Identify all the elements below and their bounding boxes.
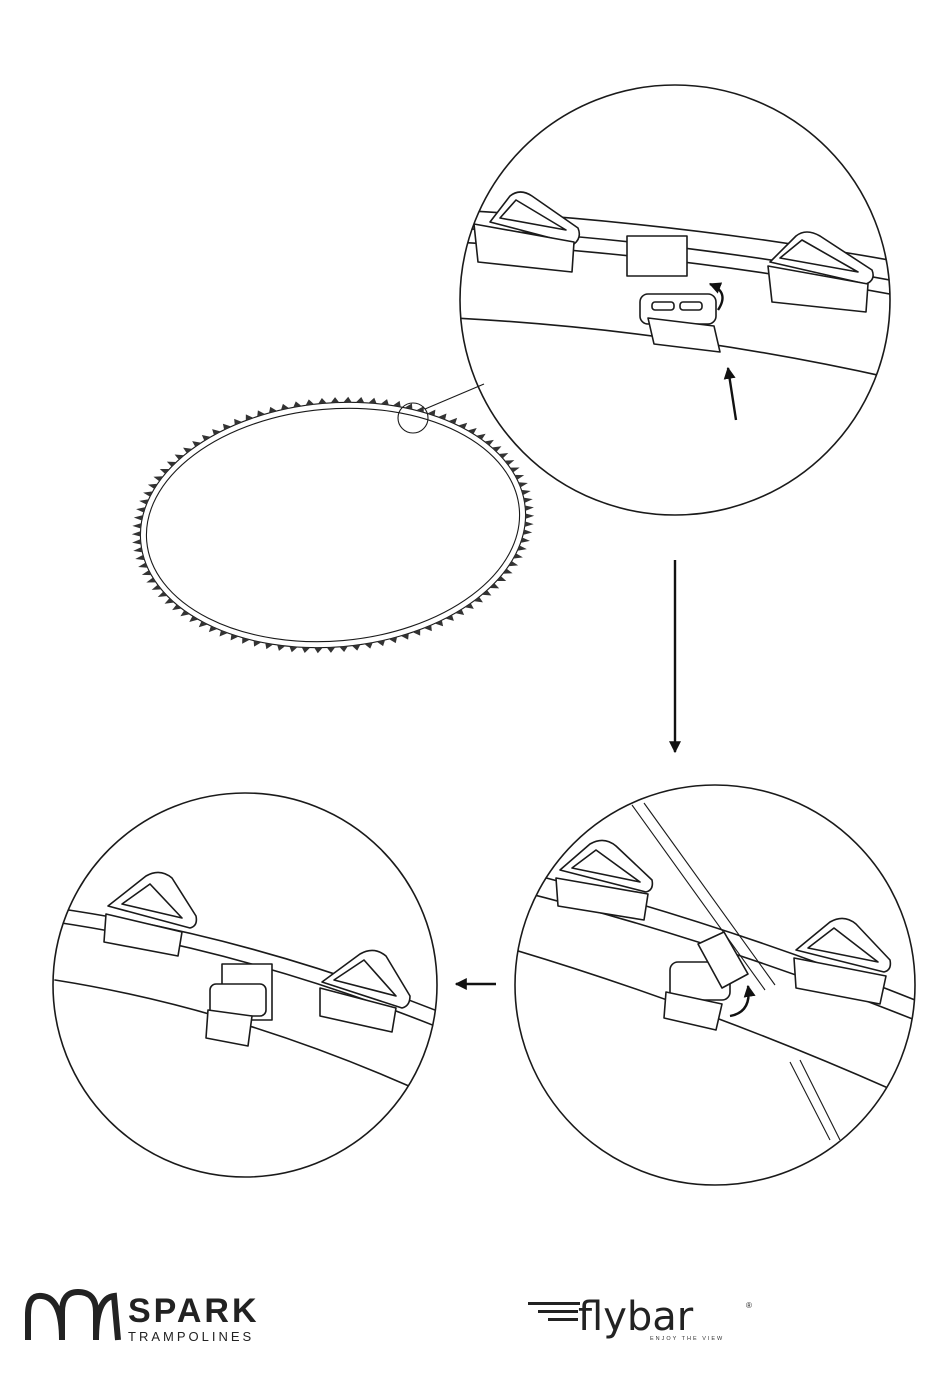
ring-spring-clip xyxy=(136,507,146,513)
callout-leader-line xyxy=(425,384,484,409)
v-ring-clip-icon xyxy=(104,872,196,956)
ring-spring-clip xyxy=(352,645,361,651)
ring-spring-clip xyxy=(148,484,158,490)
ring-spring-clip xyxy=(339,646,348,652)
ring-spring-clip xyxy=(230,634,239,641)
ring-spring-clip xyxy=(135,555,145,561)
flybar-tagline: ENJOY THE VIEW xyxy=(650,1336,724,1342)
ring-spring-clip xyxy=(524,521,534,527)
ring-spring-clip xyxy=(525,513,534,519)
ring-spring-clip xyxy=(515,474,525,480)
direction-arrow-icon xyxy=(728,368,736,420)
ring-spring-clip xyxy=(153,476,163,482)
ring-spring-clip xyxy=(327,647,336,653)
ring-spring-clip xyxy=(242,637,251,644)
ring-spring-clip xyxy=(219,630,228,637)
ring-spring-clip xyxy=(132,523,142,529)
ring-spring-clip xyxy=(343,397,352,404)
ring-spring-clip xyxy=(254,640,262,647)
v-ring-clip-icon xyxy=(474,192,579,272)
spark-trampolines-logo: SPARK TRAMPOLINES xyxy=(28,1292,260,1344)
detail-bottom-right xyxy=(515,785,915,1185)
ring-spring-clip xyxy=(141,570,151,576)
detail-top xyxy=(455,85,900,515)
flybar-speed-lines-icon xyxy=(528,1302,580,1321)
ring-spring-clip xyxy=(489,583,499,589)
spark-arch-icon xyxy=(28,1292,118,1340)
ring-spring-clip xyxy=(133,547,142,553)
flybar-registered-mark: ® xyxy=(746,1301,752,1310)
ring-spring-clip xyxy=(438,414,447,421)
ring-spring-clip xyxy=(305,399,314,405)
ring-spring-clip xyxy=(330,397,339,403)
ring-spring-clip xyxy=(160,468,170,474)
ring-spring-clip xyxy=(524,497,533,503)
ring-spring-clip xyxy=(520,537,530,543)
ring-spring-clip xyxy=(525,505,534,511)
v-ring-clip-icon xyxy=(768,232,873,312)
ring-spring-clip xyxy=(167,461,177,467)
ring-spring-clip xyxy=(314,647,323,654)
ring-spring-clip xyxy=(318,398,327,404)
spring-clip-icon xyxy=(640,294,720,352)
trampoline-mat-ring-icon xyxy=(121,380,545,669)
ring-spring-clip xyxy=(502,568,512,574)
v-ring-clip-icon xyxy=(794,918,890,1004)
ring-spring-clip xyxy=(132,531,141,537)
ring-spring-clip xyxy=(496,576,506,582)
ring-spring-clip xyxy=(427,410,436,417)
spark-word: SPARK xyxy=(128,1292,260,1330)
ring-spring-clip xyxy=(508,561,518,567)
ring-spring-clip xyxy=(389,637,398,644)
flybar-word: flybar xyxy=(578,1294,694,1340)
flybar-logo: flybar ® ENJOY THE VIEW xyxy=(528,1294,752,1342)
ring-spring-clip xyxy=(132,539,141,545)
ring-spring-clip xyxy=(268,406,277,413)
ring-spring-clip xyxy=(404,403,412,410)
spark-subtitle: TRAMPOLINES xyxy=(128,1329,254,1344)
v-ring-clip-icon xyxy=(556,840,652,920)
v-ring-clip-icon xyxy=(320,950,410,1032)
spring-clip-icon xyxy=(206,964,272,1046)
detail-bottom-left xyxy=(53,793,440,1177)
ring-spring-clip xyxy=(510,467,520,473)
ring-spring-clip xyxy=(146,577,156,583)
ring-spring-clip xyxy=(521,489,531,495)
